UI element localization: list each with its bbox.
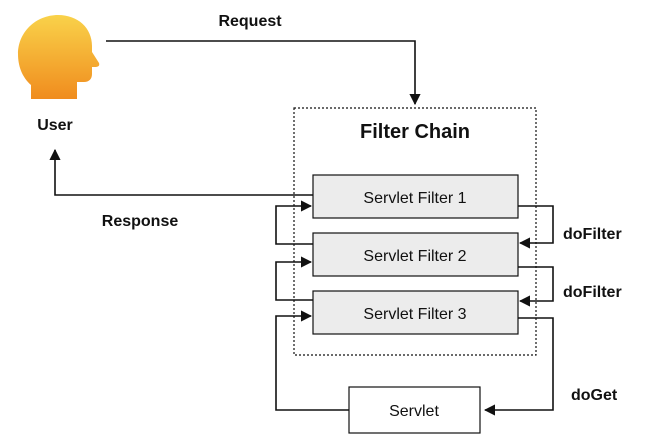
user-head-icon [18, 15, 100, 99]
response-arrow [49, 148, 313, 196]
dofilter-label-2: doFilter [563, 284, 622, 301]
request-arrow [106, 40, 421, 106]
servlet-box [348, 386, 481, 434]
user-label: User [37, 117, 73, 134]
servlet-filter-1-box [312, 174, 519, 219]
servlet-filter-2-box [312, 232, 519, 277]
request-label: Request [218, 13, 282, 30]
dofilter-label-1: doFilter [563, 226, 622, 243]
return-arrow-filter-2-to-1 [275, 200, 313, 245]
servlet-label: Servlet [389, 403, 439, 420]
servlet-filter-2-label: Servlet Filter 2 [363, 248, 466, 265]
servlet-filter-3-box [312, 290, 519, 335]
return-arrow-servlet-to-filter-3 [275, 310, 349, 411]
doget-label: doGet [571, 387, 618, 404]
filter-chain-container [293, 107, 537, 356]
dofilter-arrow-1 [518, 205, 554, 249]
response-label: Response [102, 213, 179, 230]
dofilter-arrow-2 [518, 266, 554, 307]
servlet-filter-1-label: Servlet Filter 1 [363, 190, 466, 207]
servlet-filter-3-label: Servlet Filter 3 [363, 306, 466, 323]
return-arrow-filter-3-to-2 [275, 256, 313, 301]
filter-chain-title: Filter Chain [360, 121, 470, 143]
doget-arrow [483, 317, 554, 416]
